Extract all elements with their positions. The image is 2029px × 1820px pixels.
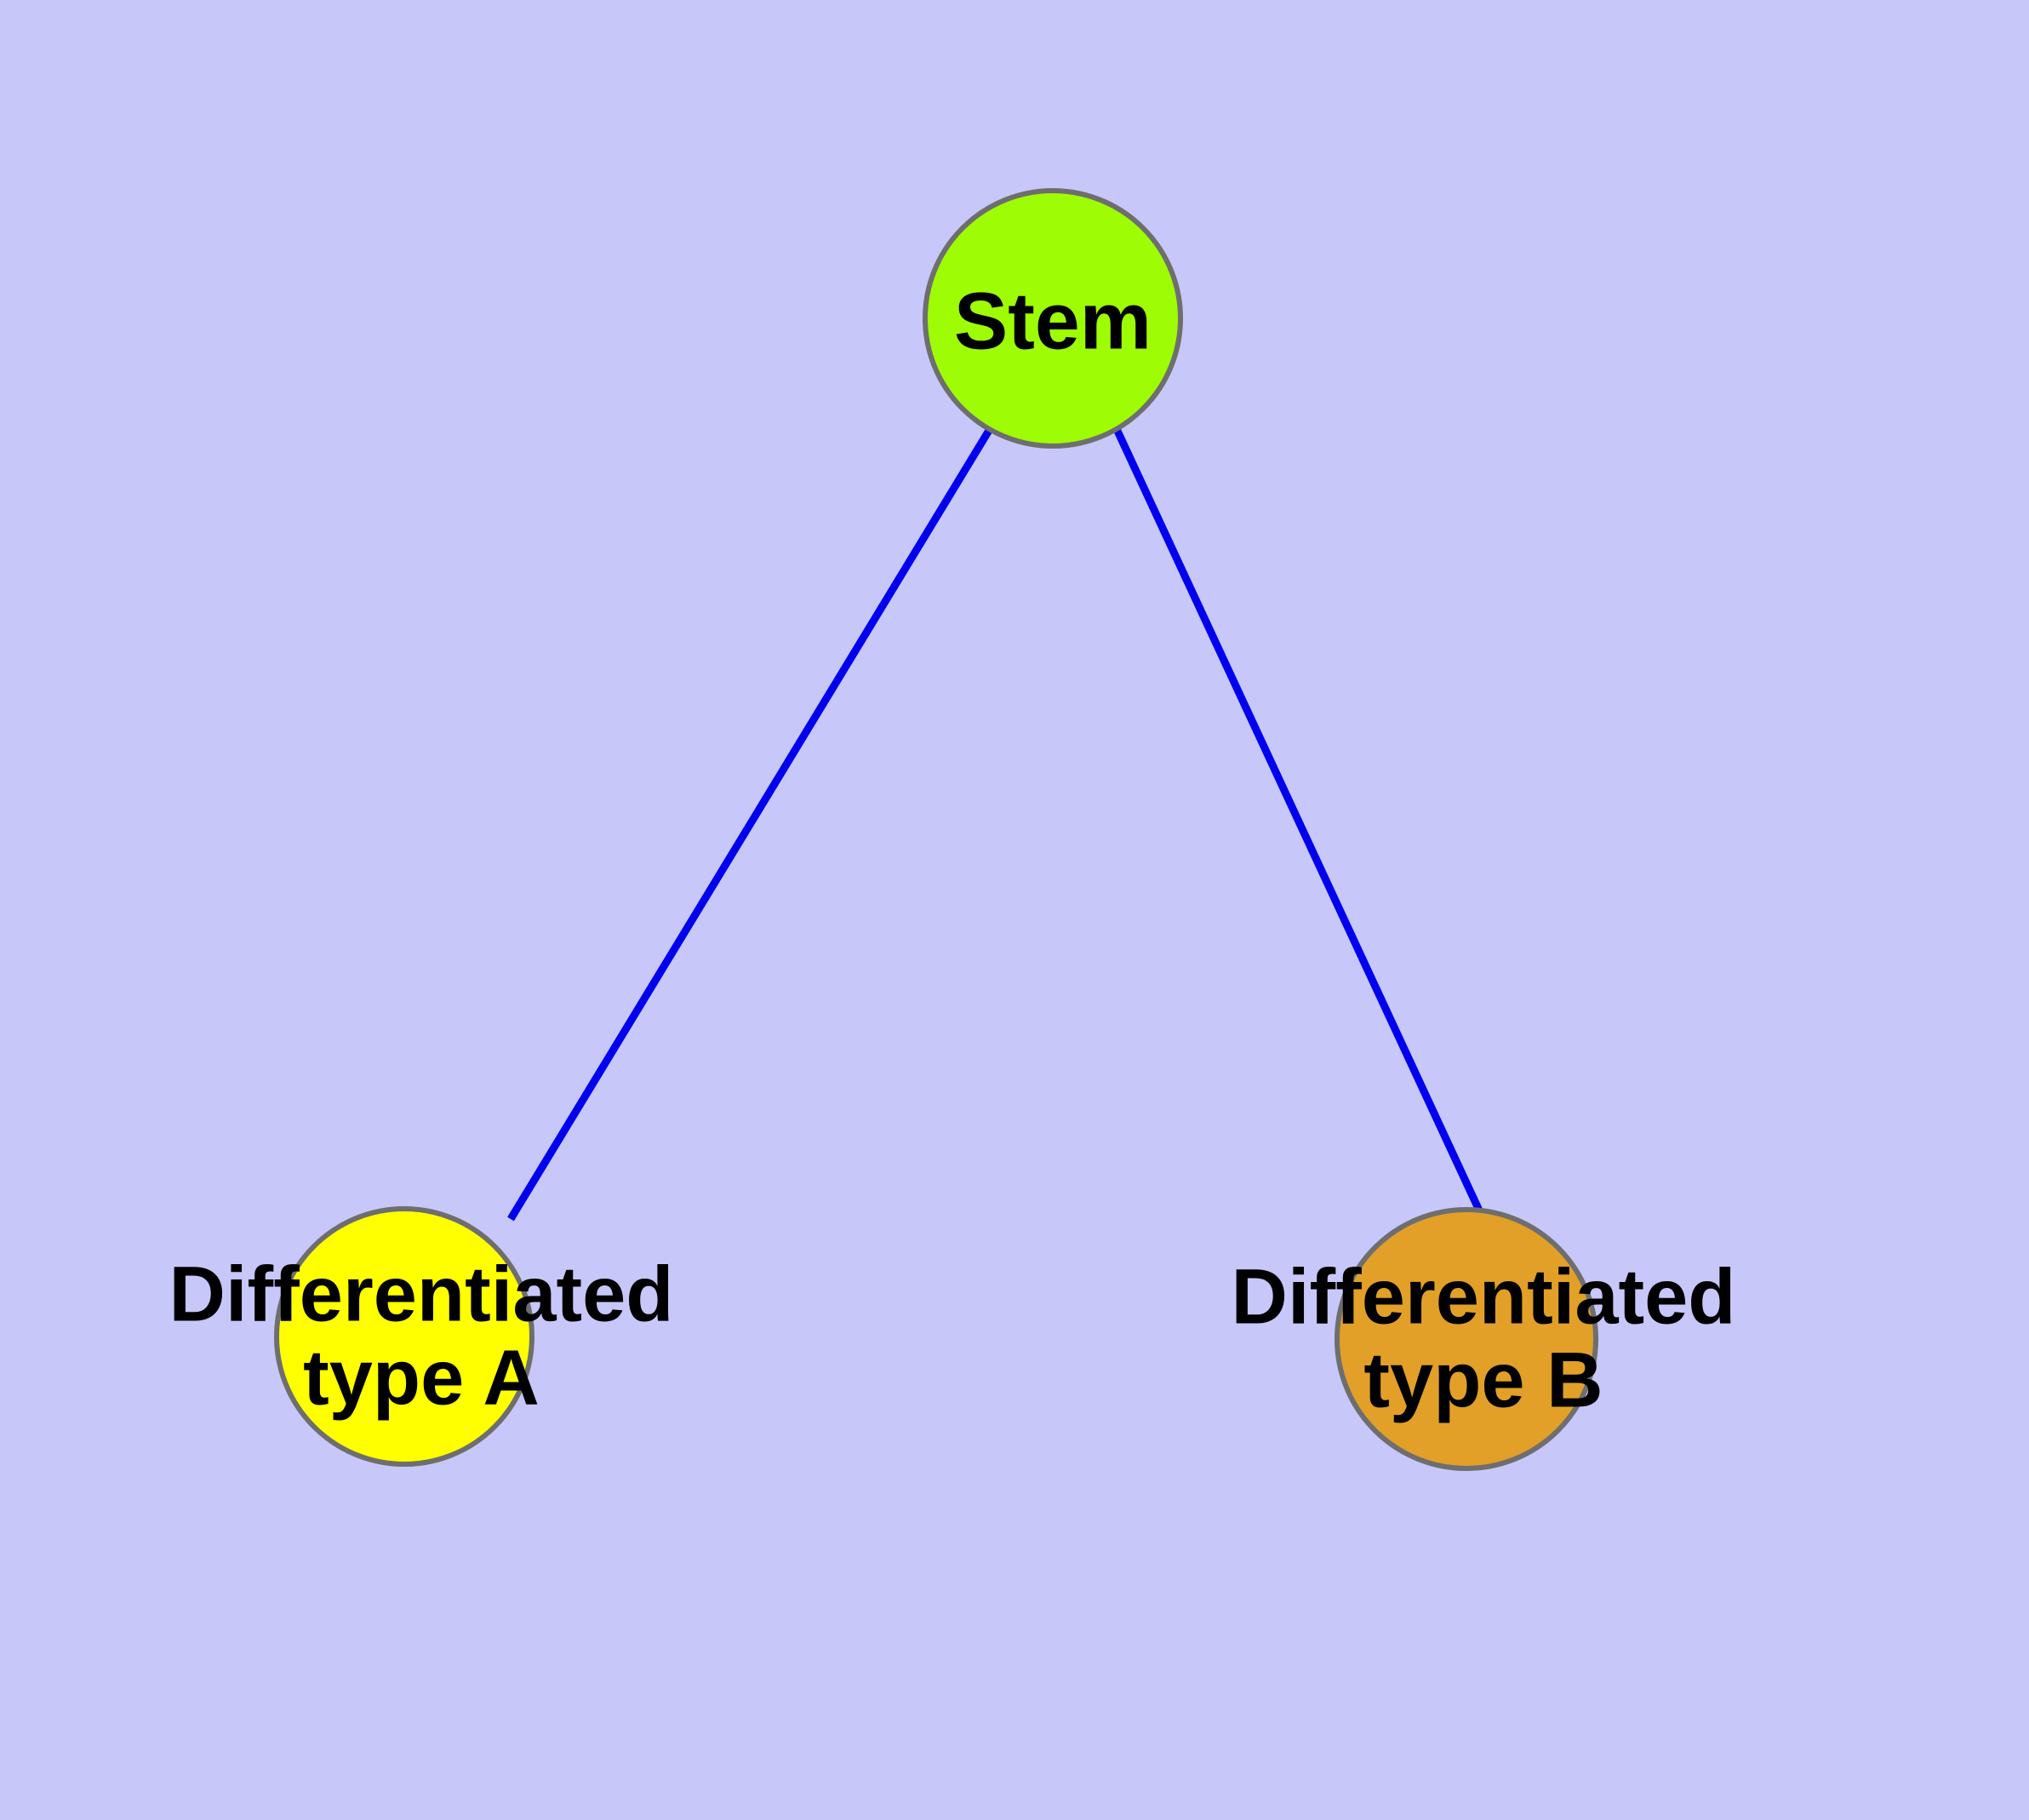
- edge-layer: [507, 426, 1489, 1225]
- node-differentiated-type-b[interactable]: [1335, 1207, 1598, 1471]
- node-stem[interactable]: [923, 188, 1183, 449]
- edge-stem-to-diff-a[interactable]: [507, 426, 993, 1222]
- node-layer: [274, 188, 1598, 1471]
- node-differentiated-type-a[interactable]: [274, 1206, 534, 1467]
- edge-stem-to-diff-b[interactable]: [1112, 427, 1489, 1225]
